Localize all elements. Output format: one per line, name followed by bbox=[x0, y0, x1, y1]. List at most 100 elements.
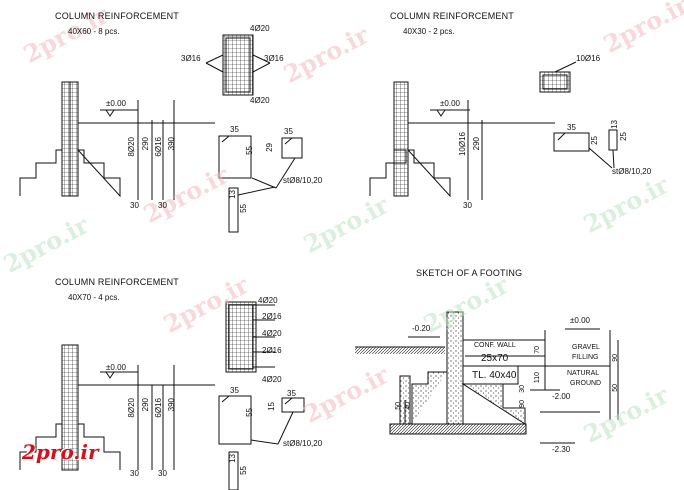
footing-outline-1 bbox=[19, 149, 121, 198]
dim-label: 35 bbox=[230, 386, 239, 395]
panel-2-column-40x30 bbox=[369, 61, 618, 200]
watermark-text: 2pro.ir bbox=[578, 170, 674, 239]
stirrup-large-1 bbox=[218, 135, 252, 179]
panel-4-title: SKETCH OF A FOOTING bbox=[416, 268, 523, 278]
dim-label: 30 bbox=[158, 201, 167, 210]
dim-label: 13 bbox=[228, 454, 237, 463]
dim-label: 30 bbox=[130, 469, 139, 478]
dim-label: 10Ø16 bbox=[458, 132, 467, 157]
panel-3-title: COLUMN REINFORCEMENT bbox=[55, 277, 180, 287]
section-40x60 bbox=[222, 34, 254, 96]
dim-label: 290 bbox=[141, 137, 150, 151]
bar-label: 4Ø20 bbox=[250, 96, 270, 105]
level-label: -2.00 bbox=[552, 392, 571, 401]
watermark-text: 2pro.ir bbox=[138, 160, 234, 229]
dim-label: 25 bbox=[619, 132, 628, 141]
watermark-text: 2pro.ir bbox=[0, 210, 94, 279]
tie-beam-label: TL. 40x40 bbox=[472, 370, 517, 381]
hook-3 bbox=[228, 451, 239, 490]
level-label: ±0.00 bbox=[570, 316, 590, 325]
footing-outline-3 bbox=[19, 423, 121, 470]
stirrup-label: stØ8/10,20 bbox=[283, 439, 323, 448]
panel-2-subtitle: 40X30 - 2 pcs. bbox=[403, 27, 455, 36]
filling-label: FILLING bbox=[572, 354, 599, 361]
dim-label: 30 bbox=[519, 385, 526, 393]
footing-body bbox=[411, 371, 526, 425]
level-label: -2.30 bbox=[552, 445, 571, 454]
bar-label: 2Ø16 bbox=[262, 312, 282, 321]
dim-label: 390 bbox=[167, 137, 176, 151]
dim-label: 50 bbox=[395, 402, 402, 410]
dim-label: 55 bbox=[245, 146, 254, 155]
dim-label: 8Ø20 bbox=[127, 398, 136, 418]
dim-label: 35 bbox=[287, 389, 296, 398]
stirrup-label: stØ8/10,20 bbox=[612, 167, 652, 176]
gravel-label: GRAVEL bbox=[572, 344, 600, 351]
stirrup-large-3 bbox=[218, 395, 252, 445]
dim-label: 90 bbox=[519, 400, 526, 408]
dim-label: 30 bbox=[130, 201, 139, 210]
dim-label: 40 bbox=[405, 402, 412, 410]
level-label: ±0.00 bbox=[106, 363, 126, 372]
ground-label: GROUND bbox=[570, 380, 602, 387]
level-label: -0.20 bbox=[412, 324, 431, 333]
watermark-text: 2pro.ir bbox=[418, 270, 514, 339]
dim-label: 55 bbox=[239, 204, 248, 213]
panel-1-subtitle: 40X60 - 8 pcs. bbox=[68, 27, 120, 36]
bar-label: 4Ø20 bbox=[258, 296, 278, 305]
dim-label: 290 bbox=[141, 398, 150, 412]
wall-label: CONF. WALL bbox=[474, 342, 516, 349]
dim-label: 35 bbox=[284, 127, 293, 136]
site-logo: 2pro.ir bbox=[22, 440, 99, 464]
dim-label: 70 bbox=[534, 346, 541, 354]
panel-3-subtitle: 40X70 - 4 pcs. bbox=[68, 293, 120, 302]
bar-label: 3Ø16 bbox=[264, 54, 284, 63]
watermark-text: 2pro.ir bbox=[578, 380, 674, 449]
dim-label: 25 bbox=[590, 136, 599, 145]
dim-label: 30 bbox=[158, 469, 167, 478]
dim-label: 8Ø20 bbox=[127, 137, 136, 157]
panel-4-footing-sketch bbox=[355, 311, 619, 444]
level-label: ±0.00 bbox=[440, 99, 460, 108]
bar-label: 4Ø20 bbox=[262, 375, 282, 384]
dim-label: 55 bbox=[239, 466, 248, 475]
bar-label: 4Ø20 bbox=[262, 329, 282, 338]
bar-label: 2Ø16 bbox=[262, 346, 282, 355]
dim-label: 29 bbox=[265, 143, 274, 152]
dim-label: 13 bbox=[610, 120, 619, 129]
dim-label: 35 bbox=[567, 123, 576, 132]
dim-label: 390 bbox=[167, 398, 176, 412]
dim-label: 90 bbox=[612, 354, 619, 362]
section-40x70 bbox=[225, 301, 257, 373]
dim-label: 50 bbox=[612, 384, 619, 392]
dim-label: 6Ø16 bbox=[154, 137, 163, 157]
bar-label: 10Ø16 bbox=[576, 54, 601, 63]
stirrup-2 bbox=[553, 132, 590, 152]
watermark-text: 2pro.ir bbox=[278, 20, 374, 89]
dim-label: 110 bbox=[534, 372, 541, 384]
bar-label: 3Ø16 bbox=[181, 54, 201, 63]
dim-label: 55 bbox=[245, 408, 254, 417]
watermark-text: 2pro.ir bbox=[298, 360, 394, 429]
stirrup-label: stØ8/10,20 bbox=[283, 176, 323, 185]
column-body-2 bbox=[393, 81, 409, 197]
dim-label: 290 bbox=[472, 137, 481, 151]
natural-label: NATURAL bbox=[567, 370, 600, 377]
wall-size: 25x70 bbox=[481, 353, 509, 364]
level-label: ±0.00 bbox=[106, 99, 126, 108]
panel-3-column-40x70 bbox=[19, 301, 305, 490]
dim-label: 13 bbox=[228, 190, 237, 199]
dim-label: 15 bbox=[267, 402, 276, 411]
panel-1-column-40x60 bbox=[19, 34, 303, 233]
column-body-3 bbox=[61, 344, 79, 471]
watermark-text: 2pro.ir bbox=[598, 0, 684, 59]
panel-1-title: COLUMN REINFORCEMENT bbox=[55, 11, 180, 21]
hook-1 bbox=[228, 187, 239, 233]
panel-2-title: COLUMN REINFORCEMENT bbox=[390, 11, 515, 21]
dim-label: 35 bbox=[230, 125, 239, 134]
dim-label: 30 bbox=[463, 201, 472, 210]
watermark-text: 2pro.ir bbox=[298, 190, 394, 259]
bar-label: 4Ø20 bbox=[250, 24, 270, 33]
dim-label: 6Ø16 bbox=[154, 398, 163, 418]
